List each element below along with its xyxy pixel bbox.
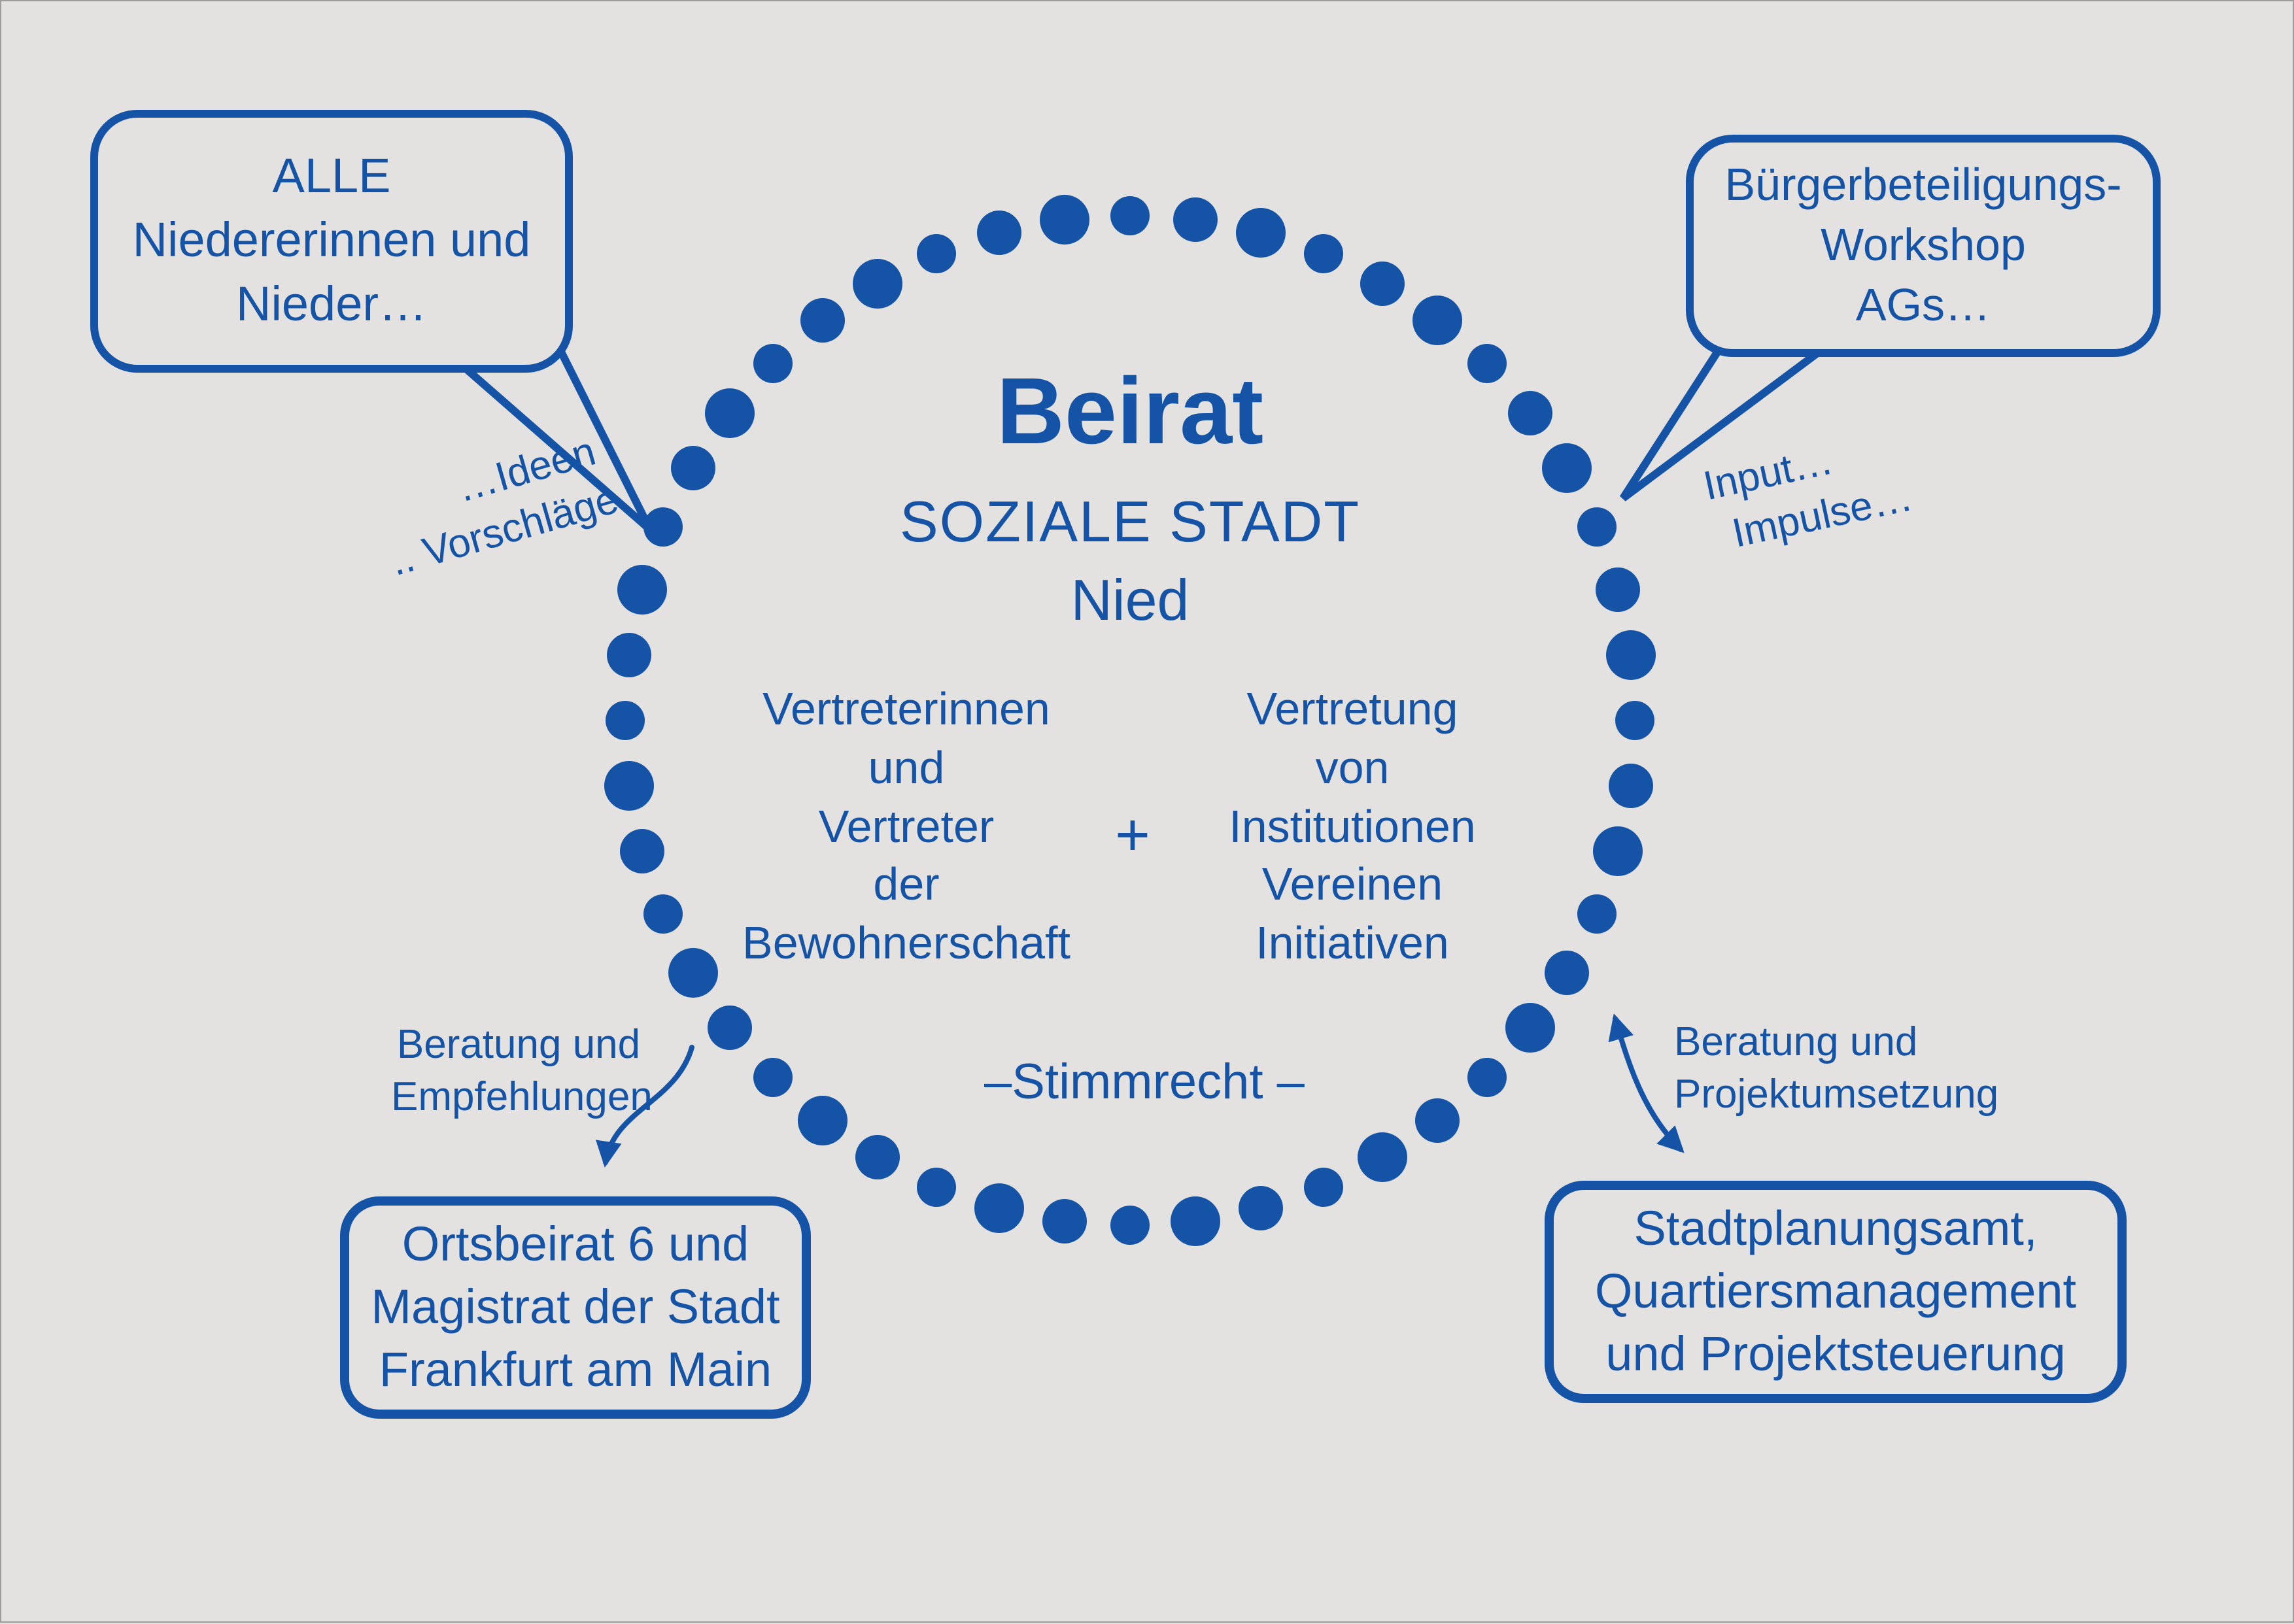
circle-dot <box>620 828 665 873</box>
bubble-line: ALLE <box>272 149 391 203</box>
annotation-line: Beratung und <box>396 1021 641 1067</box>
circle-dot <box>1042 1198 1087 1243</box>
column-line: Bewohnerschaft <box>742 918 1070 970</box>
box-line: Magistrat der Stadt <box>371 1279 780 1334</box>
box-line: Frankfurt am Main <box>379 1343 772 1397</box>
circle-dot <box>1039 195 1089 245</box>
circle-dot <box>1577 894 1617 934</box>
circle-dot <box>1542 443 1592 493</box>
circle-dot <box>974 1183 1025 1233</box>
column-line: von <box>1315 742 1390 794</box>
circle-dot <box>800 297 846 343</box>
circle-dot <box>1508 391 1553 436</box>
circle-dot <box>1171 1196 1221 1246</box>
circle-dot <box>917 1167 957 1207</box>
column-line: Vertretung <box>1246 684 1458 735</box>
annotation-line: Projektumsetzung <box>1674 1071 1999 1117</box>
speech-bubble-workshops: Bürgerbeteiligungs- Workshop AGs… <box>1686 135 2161 357</box>
diagram-subtitle: SOZIALE STADT <box>899 490 1361 554</box>
circle-dot <box>643 507 683 547</box>
column-line: Initiativen <box>1256 918 1449 970</box>
box-line: Stadtplanungsamt, <box>1634 1201 2038 1255</box>
column-line: und <box>868 742 945 794</box>
circle-dot <box>1110 196 1150 235</box>
bubble-line: Workshop <box>1821 219 2026 271</box>
circle-dot <box>977 211 1022 256</box>
circle-center-text: Beirat SOZIALE STADT Nied <box>679 365 1581 634</box>
circle-dot <box>1608 764 1653 809</box>
circle-dot <box>1235 208 1286 258</box>
circle-dot <box>1595 567 1640 613</box>
bubble-line: AGs… <box>1855 280 1991 331</box>
circle-dot <box>1303 1167 1343 1207</box>
circle-dot <box>607 632 652 677</box>
circle-dot <box>1360 261 1405 306</box>
box-line: Ortsbeirat 6 und <box>402 1217 749 1271</box>
box-line: Quartiersmanagement <box>1594 1264 2077 1318</box>
circle-dot <box>1358 1132 1407 1183</box>
circle-dot <box>798 1096 848 1146</box>
annotation-line: Beratung und <box>1674 1019 1918 1064</box>
diagram-subtitle-2: Nied <box>1070 569 1190 633</box>
circle-dot <box>1615 701 1654 740</box>
circle-dot <box>1545 951 1590 995</box>
circle-dot <box>853 258 902 309</box>
circle-dot <box>643 894 683 934</box>
column-line: Vereinen <box>1261 859 1443 911</box>
circle-dot <box>1577 507 1617 547</box>
annotation-input-impulse: Input… Impulse… <box>1699 420 1917 565</box>
circle-dot <box>1505 1002 1556 1053</box>
circle-dot <box>855 1135 900 1180</box>
circle-dot <box>1605 630 1656 680</box>
circle-dot <box>1238 1185 1283 1230</box>
annotation-ideen-vorschlaege: …Ideen .. Vorschläge <box>370 423 625 589</box>
circle-dot <box>1412 295 1462 345</box>
column-institutionen: Vertretung von Institutionen Vereinen In… <box>1176 681 1529 974</box>
circle-dot <box>1467 1057 1507 1097</box>
arrow-to-stadtplanungsamt <box>1608 1013 1685 1153</box>
box-stadtplanungsamt: Stadtplanungsamt, Quartiersmanagement un… <box>1545 1181 2127 1403</box>
speech-bubble-residents: ALLE Niedererinnen und Nieder… <box>90 110 573 373</box>
column-line: Vertreter <box>818 801 995 853</box>
bubble-line: Bürgerbeteiligungs- <box>1724 159 2122 211</box>
column-line: Institutionen <box>1229 801 1476 853</box>
circle-dot <box>1467 344 1507 384</box>
circle-dot <box>617 565 668 615</box>
annotation-beratung-projektumsetzung: Beratung und Projektumsetzung <box>1674 1016 1998 1121</box>
circle-dot <box>917 234 957 274</box>
circle-dot <box>606 701 645 740</box>
plus-sign: + <box>1115 800 1150 868</box>
circle-dot <box>753 344 793 384</box>
box-line: und Projektsteuerung <box>1605 1327 2066 1381</box>
circle-dot <box>704 388 755 439</box>
column-bewohnerschaft: Vertreterinnen und Vertreter der Bewohne… <box>730 681 1083 974</box>
bubble-line: Nieder… <box>236 277 427 331</box>
circle-dot <box>1303 234 1343 274</box>
voting-right-label: –Stimmrecht – <box>984 1055 1305 1110</box>
circle-dot <box>1173 197 1218 243</box>
column-line: der <box>873 859 940 911</box>
circle-dot <box>753 1057 793 1097</box>
annotation-beratung-empfehlungen: Beratung und Empfehlungen <box>391 1019 653 1124</box>
circle-dot <box>1110 1206 1150 1245</box>
circle-dot <box>604 761 655 811</box>
diagram-title: Beirat <box>996 360 1264 464</box>
bubble-line: Niedererinnen und <box>132 213 531 267</box>
annotation-line: Empfehlungen <box>391 1074 653 1120</box>
column-line: Vertreterinnen <box>762 684 1050 735</box>
circle-dot <box>668 948 718 998</box>
circle-dot <box>1592 826 1643 876</box>
circle-dot <box>670 446 715 490</box>
box-ortsbeirat-magistrat: Ortsbeirat 6 und Magistrat der Stadt Fra… <box>340 1196 811 1419</box>
circle-dot <box>1414 1098 1460 1143</box>
circle-dot <box>707 1005 752 1050</box>
